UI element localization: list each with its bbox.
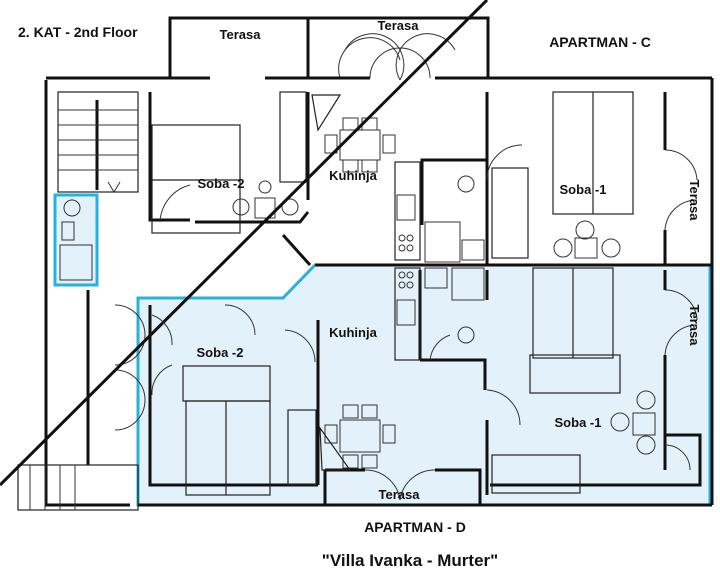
- room-label-d-soba-2: Soba -2: [197, 345, 244, 360]
- apartment-d-label: APARTMAN - D: [364, 519, 466, 535]
- apartment-d-highlight: [136, 263, 712, 507]
- room-label-c-terasa-left: Terasa: [220, 27, 262, 42]
- utility-closet-highlight: [53, 193, 99, 287]
- top-terraces: [168, 16, 490, 81]
- room-label-d-terasa-bottom: Terasa: [379, 487, 421, 502]
- room-label-d-kuhinja: Kuhinja: [329, 325, 377, 340]
- room-label-d-terasa-right: Terasa: [687, 305, 702, 347]
- outer-walls: [44, 76, 714, 507]
- room-label-d-soba-1: Soba -1: [555, 415, 602, 430]
- apartment-c-furniture: [151, 91, 698, 263]
- apartment-c-label: APARTMAN - C: [549, 34, 651, 50]
- room-label-c-terasa-top: Terasa: [378, 18, 420, 33]
- villa-name: "Villa Ivanka - Murter": [322, 551, 498, 570]
- utility-closet: [59, 199, 93, 281]
- floor-label: 2. KAT - 2nd Floor: [18, 24, 138, 40]
- room-label-c-soba-2: Soba -2: [198, 176, 245, 191]
- room-label-c-kuhinja: Kuhinja: [329, 168, 377, 183]
- room-label-c-soba-1: Soba -1: [560, 182, 607, 197]
- apartment-d-furniture: [151, 267, 698, 501]
- room-label-c-terasa-right: Terasa: [687, 180, 702, 222]
- staircase: [17, 91, 146, 511]
- apartment-d-walls: [0, 0, 702, 505]
